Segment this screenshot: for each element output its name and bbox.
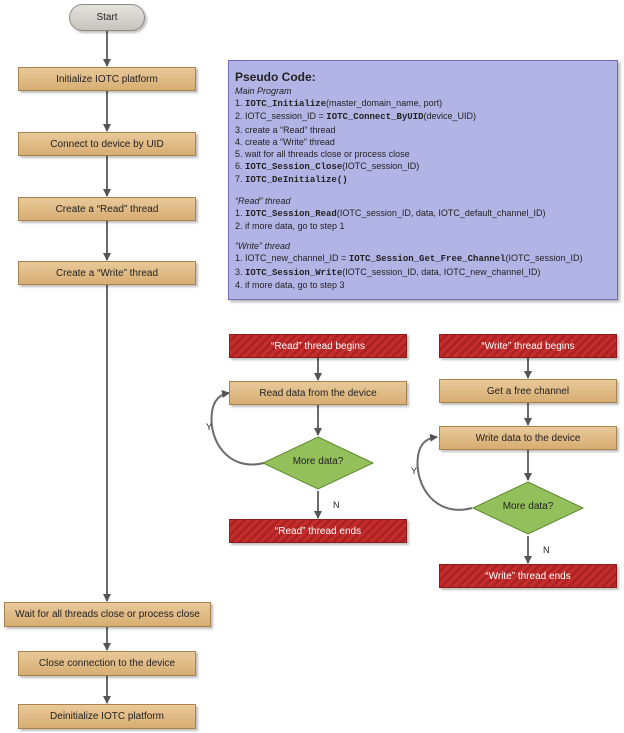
pseudo-code-line: 7. IOTC_DeInitialize() [235,173,611,186]
pseudo-function-name: IOTC_Session_Write [245,267,343,278]
pseudo-title: Pseudo Code: [235,70,316,84]
pseudo-code-line: 1. IOTC_Initialize(master_domain_name, p… [235,97,611,110]
arrow-write-loop [416,433,473,511]
pseudo-line-args: (IOTC_session_ID, data, IOTC_default_cha… [336,207,546,218]
create-write-label: Create a “Write” thread [55,267,159,279]
write-end-label: “Write” thread ends [485,570,571,582]
pseudo-code-line: 1. IOTC_Session_Read(IOTC_session_ID, da… [235,207,611,220]
deinit-step: Deinitialize IOTC platform [18,704,196,729]
pseudo-code-line: 3. create a “Read” thread [235,124,611,136]
pseudo-code-line: 4. create a “Write” thread [235,136,611,148]
write-decision-label: More data? [502,501,554,512]
write-data-step: Write data to the device [439,426,617,450]
main-program-lines: 1. IOTC_Initialize(master_domain_name, p… [235,97,611,186]
pseudo-line-args: (IOTC_session_ID) [505,253,583,264]
write-thread-lines: 1. IOTC_new_channel_ID = IOTC_Session_Ge… [235,252,611,291]
pseudo-code-line: 2. IOTC_session_ID = IOTC_Connect_ByUID(… [235,110,611,123]
arrow-read-loop [210,390,265,466]
main-program-header: Main Program [235,86,292,96]
create-read-label: Create a “Read” thread [55,203,159,215]
read-begin-terminal: “Read” thread begins [229,334,407,358]
read-data-step: Read data from the device [229,381,407,405]
init-label: Initialize IOTC platform [56,73,158,85]
pseudo-line-args: (device_UID) [423,111,477,122]
read-thread-lines: 1. IOTC_Session_Read(IOTC_session_ID, da… [235,207,611,232]
pseudo-line-text: 5. wait for all threads close or process… [235,149,410,160]
write-data-label: Write data to the device [475,432,581,444]
connect-step: Connect to device by UID [18,132,196,156]
create-write-step: Create a “Write” thread [18,261,196,285]
pseudo-function-name: IOTC_Session_Close [245,162,343,173]
connect-label: Connect to device by UID [50,138,164,150]
pseudo-line-text: 4. create a “Write” thread [235,136,335,147]
read-thread-header: “Read” thread [235,195,291,206]
pseudo-line-text: 6. [235,161,246,172]
close-label: Close connection to the device [38,658,176,669]
pseudo-line-text: 3. create a “Read” thread [235,124,336,135]
init-step: Initialize IOTC platform [18,67,196,91]
pseudo-line-text: 4. if more data, go to step 3 [235,279,345,290]
read-decision-diamond [261,436,375,490]
pseudo-code-line: 4. if more data, go to step 3 [235,279,611,291]
pseudo-function-name: IOTC_Session_Get_Free_Channel [348,254,506,265]
deinit-label: Deinitialize IOTC platform [50,711,164,722]
start-label: Start [96,12,118,23]
create-read-step: Create a “Read” thread [18,197,196,221]
pseudo-line-text: 1. [235,98,246,109]
pseudo-code-line: 6. IOTC_Session_Close(IOTC_session_ID) [235,160,611,173]
wait-step: Wait for all threads close or process cl… [4,602,211,627]
pseudo-function-name: IOTC_DeInitialize() [245,175,348,186]
read-end-label: “Read” thread ends [274,525,362,537]
pseudo-line-text: 3. [235,266,246,277]
pseudo-code-line: 1. IOTC_new_channel_ID = IOTC_Session_Ge… [235,252,611,265]
read-decision-label: More data? [292,456,344,467]
write-begin-label: “Write” thread begins [481,340,575,352]
read-data-label: Read data from the device [259,387,377,399]
pseudo-line-args: (master_domain_name, port) [326,98,443,109]
pseudo-line-text: 1. IOTC_new_channel_ID = [235,253,349,264]
pseudo-code-line: 2. if more data, go to step 1 [235,220,611,232]
pseudo-code-line: 3. IOTC_Session_Write(IOTC_session_ID, d… [235,266,611,279]
read-no-label: N [333,500,340,510]
start-terminal: Start [69,4,145,31]
pseudo-line-text: 2. if more data, go to step 1 [235,221,345,232]
get-channel-step: Get a free channel [439,379,617,403]
pseudo-function-name: IOTC_Connect_ByUID [326,112,424,123]
write-thread-header: “Write” thread [235,241,291,252]
get-channel-label: Get a free channel [486,385,570,397]
wait-label: Wait for all threads close or process cl… [15,609,200,620]
pseudo-code-line: 5. wait for all threads close or process… [235,148,611,160]
write-begin-terminal: “Write” thread begins [439,334,617,358]
write-no-label: N [543,545,550,555]
write-end-terminal: “Write” thread ends [439,564,617,588]
read-begin-label: “Read” thread begins [271,340,365,352]
pseudo-line-text: 7. [235,174,246,185]
write-yes-label: Y [411,466,418,476]
read-end-terminal: “Read” thread ends [229,519,407,543]
pseudo-function-name: IOTC_Initialize [245,99,327,110]
pseudo-line-args: (IOTC_session_ID) [342,161,420,172]
read-yes-label: Y [206,422,213,432]
pseudo-line-text: 2. IOTC_session_ID = [235,111,327,122]
pseudo-line-args: (IOTC_session_ID, data, IOTC_new_channel… [342,266,541,277]
pseudo-line-text: 1. [235,207,246,218]
pseudo-code-panel: Pseudo Code: Main Program 1. IOTC_Initia… [228,60,618,300]
pseudo-function-name: IOTC_Session_Read [245,208,337,219]
write-decision-diamond [471,481,585,535]
close-step: Close connection to the device [18,651,196,676]
